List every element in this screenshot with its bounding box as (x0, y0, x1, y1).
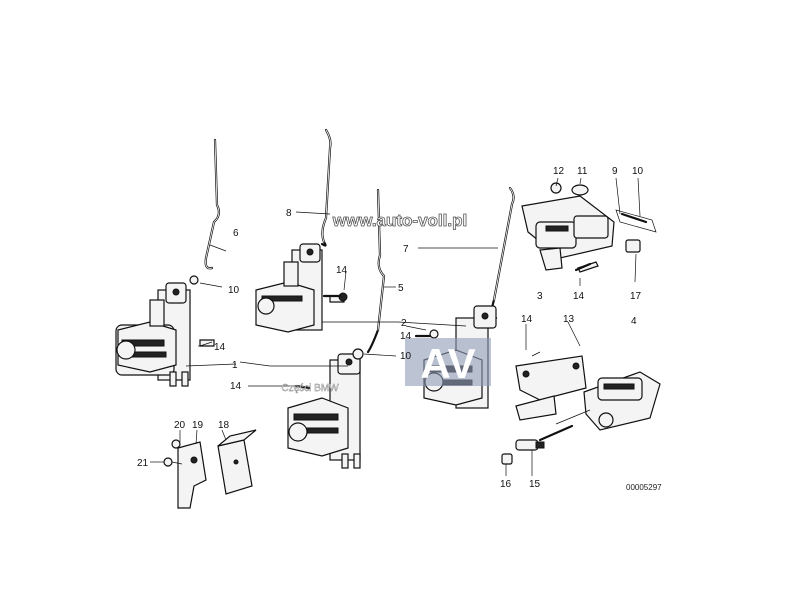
label-14-left: 14 (214, 342, 226, 353)
switch-15 (515, 439, 545, 451)
rod-5 (366, 188, 386, 354)
label-19: 19 (192, 420, 204, 431)
label-7: 7 (403, 244, 409, 255)
label-11: 11 (577, 166, 588, 177)
screw-14-set (199, 262, 592, 390)
label-5: 5 (398, 283, 404, 294)
watermark-url: www.auto-voll.pl (332, 211, 467, 230)
label-10-center: 10 (400, 351, 412, 362)
lock-assembly-3 (521, 182, 615, 273)
lock-actuator-left (115, 275, 215, 387)
label-21: 21 (137, 458, 149, 469)
label-14-lower-left: 14 (230, 381, 242, 392)
leader-lines (150, 177, 641, 476)
label-6: 6 (233, 228, 239, 239)
watermark-caption: Części BMW (281, 383, 339, 394)
label-13: 13 (563, 314, 575, 325)
label-18: 18 (218, 420, 230, 431)
reference-code: 00005297 (626, 483, 662, 492)
label-8: 8 (286, 208, 292, 219)
label-2: 2 (401, 318, 407, 329)
central-lock-motor-13 (515, 355, 661, 442)
rod-8 (320, 128, 332, 247)
label-3: 3 (537, 291, 543, 302)
switch-4 (615, 209, 657, 253)
watermark: AV www.auto-voll.pl Części BMW (281, 211, 491, 394)
label-1: 1 (232, 360, 238, 371)
lock-actuator-upper-middle (255, 243, 348, 333)
rod-7 (491, 186, 515, 320)
part-labels: 6 10 14 1 14 8 14 5 2 14 10 7 12 11 9 10… (137, 166, 644, 490)
plug-16 (501, 453, 513, 465)
label-4: 4 (631, 316, 637, 327)
label-10-right: 10 (632, 166, 644, 177)
label-14-right: 14 (573, 291, 585, 302)
screw-20 (171, 439, 181, 449)
lock-actuator-lower-middle (287, 348, 364, 469)
label-16: 16 (500, 479, 512, 490)
rod-6 (204, 138, 221, 270)
label-17: 17 (630, 291, 642, 302)
label-9: 9 (612, 166, 618, 177)
label-15: 15 (529, 479, 541, 490)
label-12: 12 (553, 166, 565, 177)
watermark-logo: AV (420, 340, 475, 387)
label-14-lower-right: 14 (521, 314, 533, 325)
label-14-mid: 14 (336, 265, 348, 276)
bracket-19 (177, 441, 207, 509)
label-10-left: 10 (228, 285, 240, 296)
label-20: 20 (174, 420, 186, 431)
label-14-center: 14 (400, 331, 412, 342)
relay-18 (217, 429, 257, 495)
